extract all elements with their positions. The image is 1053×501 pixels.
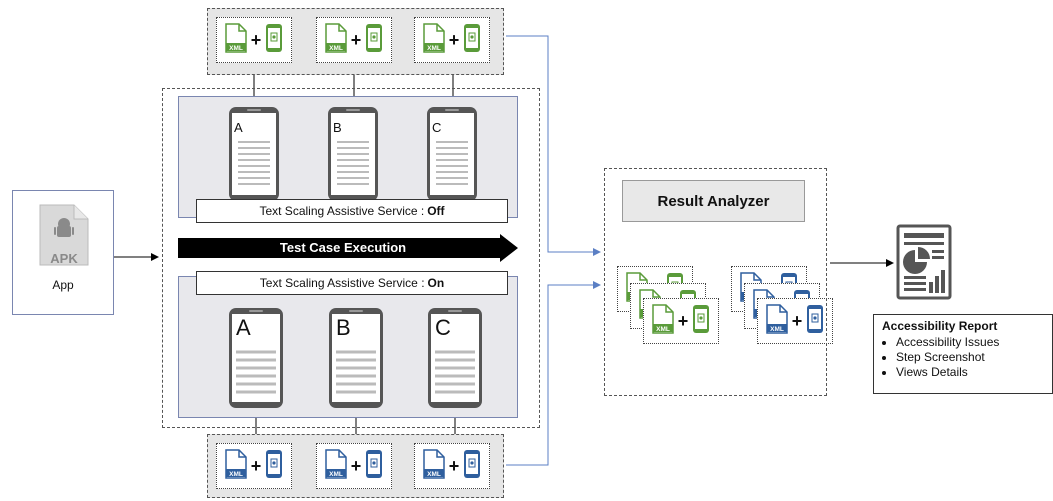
screenshot-phone-icon bbox=[365, 449, 383, 484]
plus-sign: + bbox=[448, 29, 460, 50]
apk-file-icon bbox=[39, 204, 89, 266]
top-artifact-pair: XML + bbox=[216, 17, 292, 63]
screenshot-phone-icon bbox=[463, 23, 481, 58]
plus-sign: + bbox=[250, 455, 262, 476]
report-document-icon bbox=[896, 224, 952, 300]
svg-text:XML: XML bbox=[329, 471, 343, 478]
plus-sign: + bbox=[350, 455, 362, 476]
screenshot-phone-icon bbox=[365, 23, 383, 58]
report-item: Views Details bbox=[896, 365, 1044, 380]
result-analyzer-title: Result Analyzer bbox=[622, 180, 805, 222]
execution-region bbox=[162, 88, 540, 428]
analyzer-green-pair: XML + bbox=[643, 298, 719, 344]
device-label: A bbox=[234, 120, 243, 135]
svg-text:XML: XML bbox=[770, 326, 784, 333]
svg-text:XML: XML bbox=[427, 471, 441, 478]
service-on-state: On bbox=[427, 276, 445, 290]
svg-text:XML: XML bbox=[427, 45, 441, 52]
xml-file-icon: XML bbox=[324, 448, 347, 484]
service-on-box: Text Scaling Assistive Service : On bbox=[196, 271, 508, 295]
bottom-artifact-pair: XML + bbox=[316, 443, 392, 489]
screenshot-phone-icon bbox=[692, 304, 710, 339]
report-items: Accessibility Issues Step Screenshot Vie… bbox=[882, 335, 1044, 380]
xml-file-icon: XML bbox=[224, 448, 247, 484]
report-title: Accessibility Report bbox=[882, 319, 998, 333]
plus-sign: + bbox=[791, 310, 803, 331]
device-label: B bbox=[336, 315, 351, 340]
plus-sign: + bbox=[448, 455, 460, 476]
app-label: App bbox=[52, 278, 74, 292]
top-artifact-pair: XML + bbox=[414, 17, 490, 63]
top-phone-a: A bbox=[228, 106, 280, 202]
accessibility-report-box: Accessibility Report Accessibility Issue… bbox=[873, 314, 1053, 394]
bottom-phone-b: B bbox=[328, 307, 384, 409]
service-off-box: Text Scaling Assistive Service : Off bbox=[196, 199, 508, 223]
xml-file-icon: XML bbox=[324, 22, 347, 58]
apk-badge: APK bbox=[50, 251, 78, 266]
plus-sign: + bbox=[250, 29, 262, 50]
svg-text:XML: XML bbox=[229, 45, 243, 52]
svg-text:XML: XML bbox=[229, 471, 243, 478]
xml-file-icon: XML bbox=[422, 22, 445, 58]
xml-file-icon: XML bbox=[422, 448, 445, 484]
device-label: B bbox=[333, 120, 342, 135]
top-artifact-pair: XML + bbox=[316, 17, 392, 63]
screenshot-phone-icon bbox=[806, 304, 824, 339]
result-analyzer-region bbox=[604, 168, 827, 396]
plus-sign: + bbox=[677, 310, 689, 331]
device-label: C bbox=[435, 315, 451, 340]
service-on-label: Text Scaling Assistive Service : bbox=[259, 276, 425, 290]
bottom-artifact-pair: XML + bbox=[414, 443, 490, 489]
analyzer-blue-pair: XML + bbox=[757, 298, 833, 344]
screenshot-phone-icon bbox=[463, 449, 481, 484]
test-case-execution-label: Test Case Execution bbox=[279, 240, 407, 255]
bottom-phone-c: C bbox=[427, 307, 483, 409]
screenshot-phone-icon bbox=[265, 449, 283, 484]
screenshot-phone-icon bbox=[265, 23, 283, 58]
xml-file-icon: XML bbox=[651, 303, 674, 339]
xml-file-icon: XML bbox=[765, 303, 788, 339]
device-label: C bbox=[432, 120, 442, 135]
device-label: A bbox=[236, 315, 251, 340]
plus-sign: + bbox=[350, 29, 362, 50]
top-phone-c: C bbox=[426, 106, 478, 202]
svg-text:XML: XML bbox=[329, 45, 343, 52]
xml-file-icon: XML bbox=[224, 22, 247, 58]
svg-text:XML: XML bbox=[656, 326, 670, 333]
service-off-state: Off bbox=[427, 204, 445, 218]
report-item: Accessibility Issues bbox=[896, 335, 1044, 350]
test-case-execution-arrow: Test Case Execution bbox=[178, 234, 518, 262]
report-item: Step Screenshot bbox=[896, 350, 1044, 365]
service-off-label: Text Scaling Assistive Service : bbox=[259, 204, 425, 218]
top-phone-b: B bbox=[327, 106, 379, 202]
bottom-artifact-pair: XML + bbox=[216, 443, 292, 489]
bottom-phone-a: A bbox=[228, 307, 284, 409]
app-box: APK App bbox=[12, 190, 114, 315]
